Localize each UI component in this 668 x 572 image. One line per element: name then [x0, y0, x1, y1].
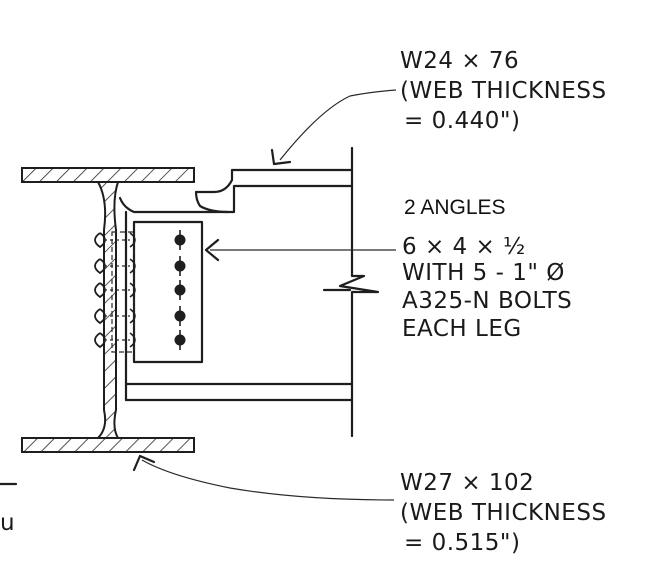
angles-label-line4: EACH LEG [402, 316, 522, 342]
beam-leader-arrow [270, 148, 292, 166]
beam-top-flange-inner [118, 196, 230, 214]
beam-label-line1: W24 × 76 [400, 48, 519, 74]
edge-fragment-text: u [0, 510, 15, 536]
girder-bolt [94, 308, 106, 325]
beam-bolt [174, 334, 186, 346]
girder-bolt-group [94, 232, 136, 349]
beam-bolt [174, 260, 186, 272]
angles-label-line1: 6 × 4 × ½ [402, 234, 526, 260]
girder-bolt [94, 282, 106, 299]
angles-label-typed: 2 ANGLES [404, 196, 506, 219]
beam-bolt [174, 284, 186, 296]
beam-label: W24 × 76 (WEB THICKNESS = 0.440") [400, 48, 607, 134]
beam-label-line3: = 0.440") [404, 108, 520, 134]
beam-top-flange [194, 168, 354, 214]
girder-label-line1: W27 × 102 [400, 470, 534, 496]
girder-leader-line [141, 459, 395, 501]
girder-top-flange [21, 167, 195, 183]
angles-leader-arrow [204, 238, 220, 262]
girder-bottom-flange [21, 437, 195, 453]
girder-bolt [94, 232, 106, 249]
beam-bottom-flange [124, 382, 354, 402]
girder-label-line3: = 0.515") [404, 530, 520, 556]
beam-bolt [174, 234, 186, 246]
girder-bolt-nut [129, 258, 136, 274]
beam-bolt-group [174, 230, 186, 350]
girder-bolt-nut [129, 232, 136, 248]
girder-section [21, 167, 195, 453]
leader-lines [132, 89, 397, 501]
girder-label: W27 × 102 (WEB THICKNESS = 0.515") [400, 470, 607, 556]
angles-label-line2: WITH 5 - 1" Ø [402, 260, 565, 286]
beam-leader-line [279, 89, 397, 161]
girder-bolt-nut [129, 332, 136, 348]
beam-section [118, 146, 380, 438]
girder-bolt-nut [129, 308, 136, 324]
angles-label-line3: A325-N BOLTS [402, 288, 572, 314]
girder-bolt [94, 332, 106, 349]
beam-bolt [174, 310, 186, 322]
girder-bolt-nut [129, 282, 136, 298]
girder-label-line2: (WEB THICKNESS [400, 500, 607, 526]
girder-leader-arrow [132, 454, 156, 472]
beam-label-line2: (WEB THICKNESS [400, 78, 607, 104]
beam-break-line [338, 146, 380, 438]
girder-web [95, 181, 120, 439]
girder-bolt [94, 258, 106, 275]
angles-label: 2 ANGLES 6 × 4 × ½ WITH 5 - 1" Ø A325-N … [402, 196, 572, 342]
angle-leg-on-beam [132, 220, 204, 364]
